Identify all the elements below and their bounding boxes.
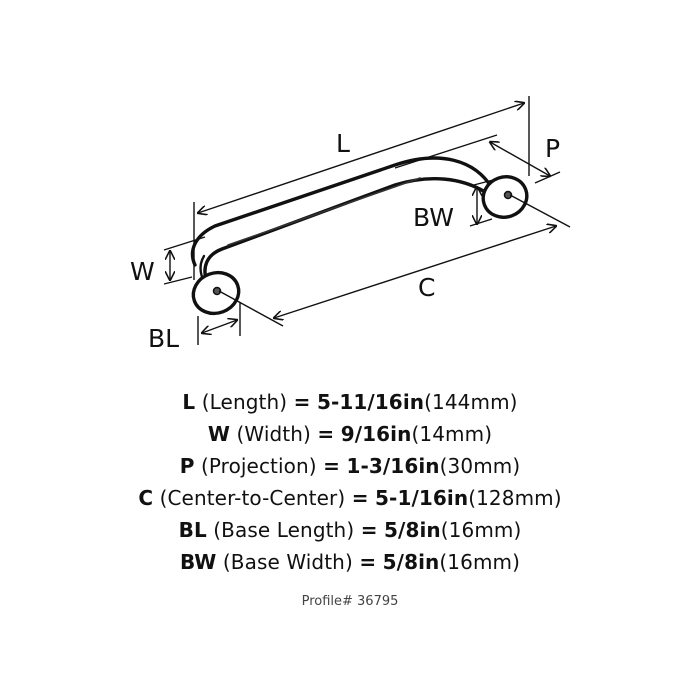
spec-mm: (144mm): [424, 390, 518, 414]
label-BL: BL: [148, 324, 179, 353]
spec-code: W: [207, 422, 231, 446]
spec-name: (Length): [201, 390, 288, 414]
spec-mm: (30mm): [439, 454, 521, 478]
spec-name: (Projection): [200, 454, 317, 478]
label-C: C: [418, 273, 435, 302]
spec-name: (Base Width): [222, 550, 353, 574]
spec-equals: =: [359, 550, 377, 574]
spec-name: (Base Length): [213, 518, 355, 542]
spec-inches: 5/8in: [384, 518, 441, 542]
label-P: P: [545, 134, 560, 163]
spec-center-to-center: C (Center-to-Center) = 5-1/16in(128mm): [0, 482, 700, 514]
dimension-lines: [163, 96, 571, 345]
spec-width: W (Width) = 9/16in(14mm): [0, 418, 700, 450]
left-base: [191, 270, 241, 316]
specifications-list: L (Length) = 5-11/16in(144mm) W (Width) …: [0, 386, 700, 578]
spec-equals: =: [360, 518, 378, 542]
spec-inches: 5-11/16in: [316, 390, 425, 414]
spec-equals: =: [293, 390, 311, 414]
spec-projection: P (Projection) = 1-3/16in(30mm): [0, 450, 700, 482]
profile-number: Profile# 36795: [301, 594, 399, 609]
spec-code: L: [182, 390, 196, 414]
spec-name: (Width): [236, 422, 311, 446]
spec-code: P: [179, 454, 195, 478]
spec-inches: 5/8in: [382, 550, 440, 574]
spec-inches: 1-3/16in: [346, 454, 440, 478]
spec-code: BL: [178, 518, 207, 542]
spec-equals: =: [323, 454, 340, 478]
spec-inches: 5-1/16in: [375, 486, 469, 510]
spec-equals: =: [317, 422, 335, 446]
spec-mm: (16mm): [439, 550, 521, 574]
pull-dimension-diagram: L P BW W C BL: [130, 96, 571, 353]
label-BW: BW: [413, 203, 454, 232]
spec-name: (Center-to-Center): [159, 486, 346, 510]
spec-inches: 9/16in: [340, 422, 412, 446]
label-W: W: [130, 257, 155, 286]
spec-base-width: BW (Base Width) = 5/8in(16mm): [0, 546, 700, 578]
spec-code: BW: [179, 550, 217, 574]
spec-mm: (16mm): [440, 518, 522, 542]
spec-mm: (128mm): [468, 486, 562, 510]
spec-length: L (Length) = 5-11/16in(144mm): [0, 386, 700, 418]
label-L: L: [336, 129, 350, 158]
spec-code: C: [138, 486, 154, 510]
spec-equals: =: [351, 486, 369, 510]
spec-mm: (14mm): [411, 422, 493, 446]
spec-base-length: BL (Base Length) = 5/8in(16mm): [0, 514, 700, 546]
